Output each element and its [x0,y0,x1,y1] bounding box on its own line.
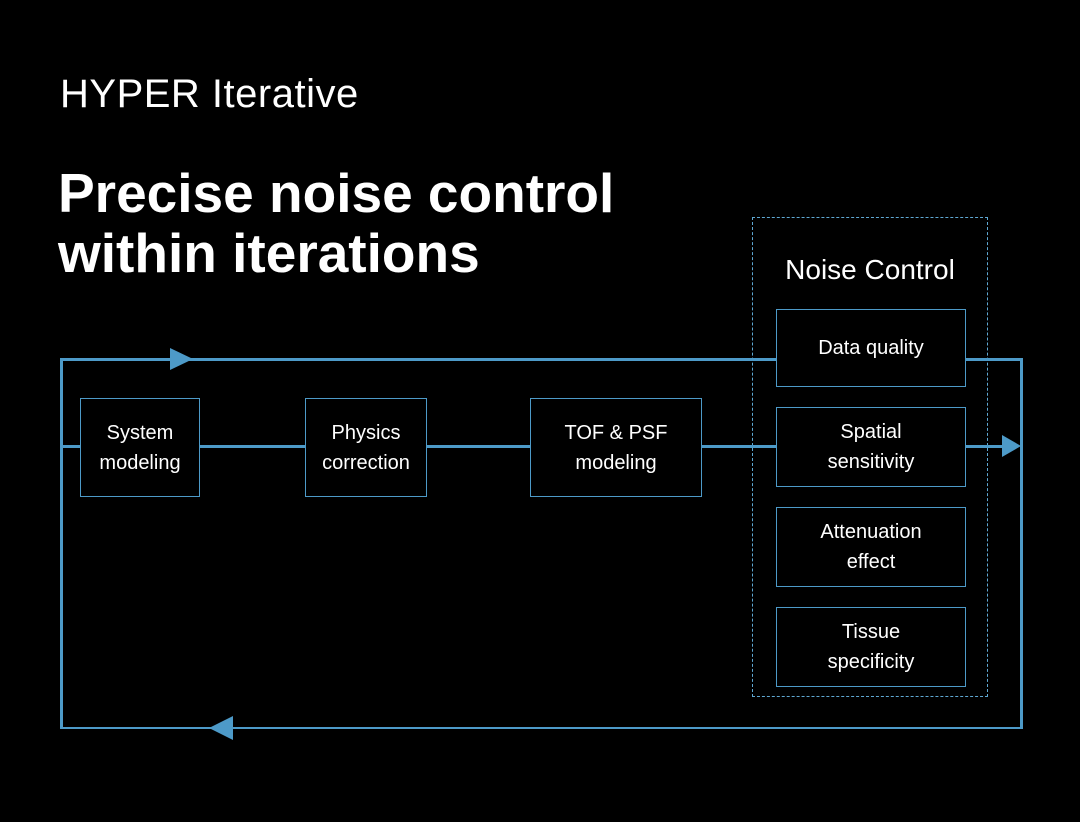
connector-system-to-physics [199,445,306,448]
node-system-modeling-label: System modeling [99,421,181,474]
node-attenuation-effect-label: Attenuation effect [820,521,922,573]
node-tissue-specificity: Tissue specificity [776,607,966,687]
page-title: Precise noise control within iterations [58,163,614,283]
page-title-line2: within iterations [58,222,480,284]
node-data-quality: Data quality [776,309,966,387]
arrow-right-icon [170,347,193,370]
noise-control-group-title: Noise Control [785,254,955,285]
page-title-line1: Precise noise control [58,162,615,224]
connector-bottom-feedback [60,726,1022,729]
connector-right-feedback [1020,358,1023,729]
connector-into-system-modeling [60,445,82,448]
connector-dataquality-out [964,358,1022,361]
connector-top-feedback [60,358,778,361]
node-data-quality-label: Data quality [818,337,924,359]
node-spatial-sensitivity-label: Spatial sensitivity [827,421,915,473]
connector-left-feedback [60,358,63,729]
node-system-modeling: System modeling [80,398,200,497]
connector-physics-to-tof [426,445,531,448]
node-spatial-sensitivity: Spatial sensitivity [776,407,966,487]
connector-tof-to-spatial [701,445,778,448]
arrow-right-output-icon [1002,435,1021,457]
node-tof-psf-modeling-label: TOF & PSF modeling [564,421,668,474]
arrow-left-icon [209,716,233,740]
node-tof-psf-modeling: TOF & PSF modeling [530,398,702,497]
node-physics-correction: Physics correction [305,398,427,497]
node-physics-correction-label: Physics correction [322,421,410,474]
product-name: HYPER Iterative [60,72,359,116]
noise-control-group: Noise Control [752,217,988,697]
node-tissue-specificity-label: Tissue specificity [827,621,915,673]
node-attenuation-effect: Attenuation effect [776,507,966,587]
connector-spatial-out [964,445,1004,448]
